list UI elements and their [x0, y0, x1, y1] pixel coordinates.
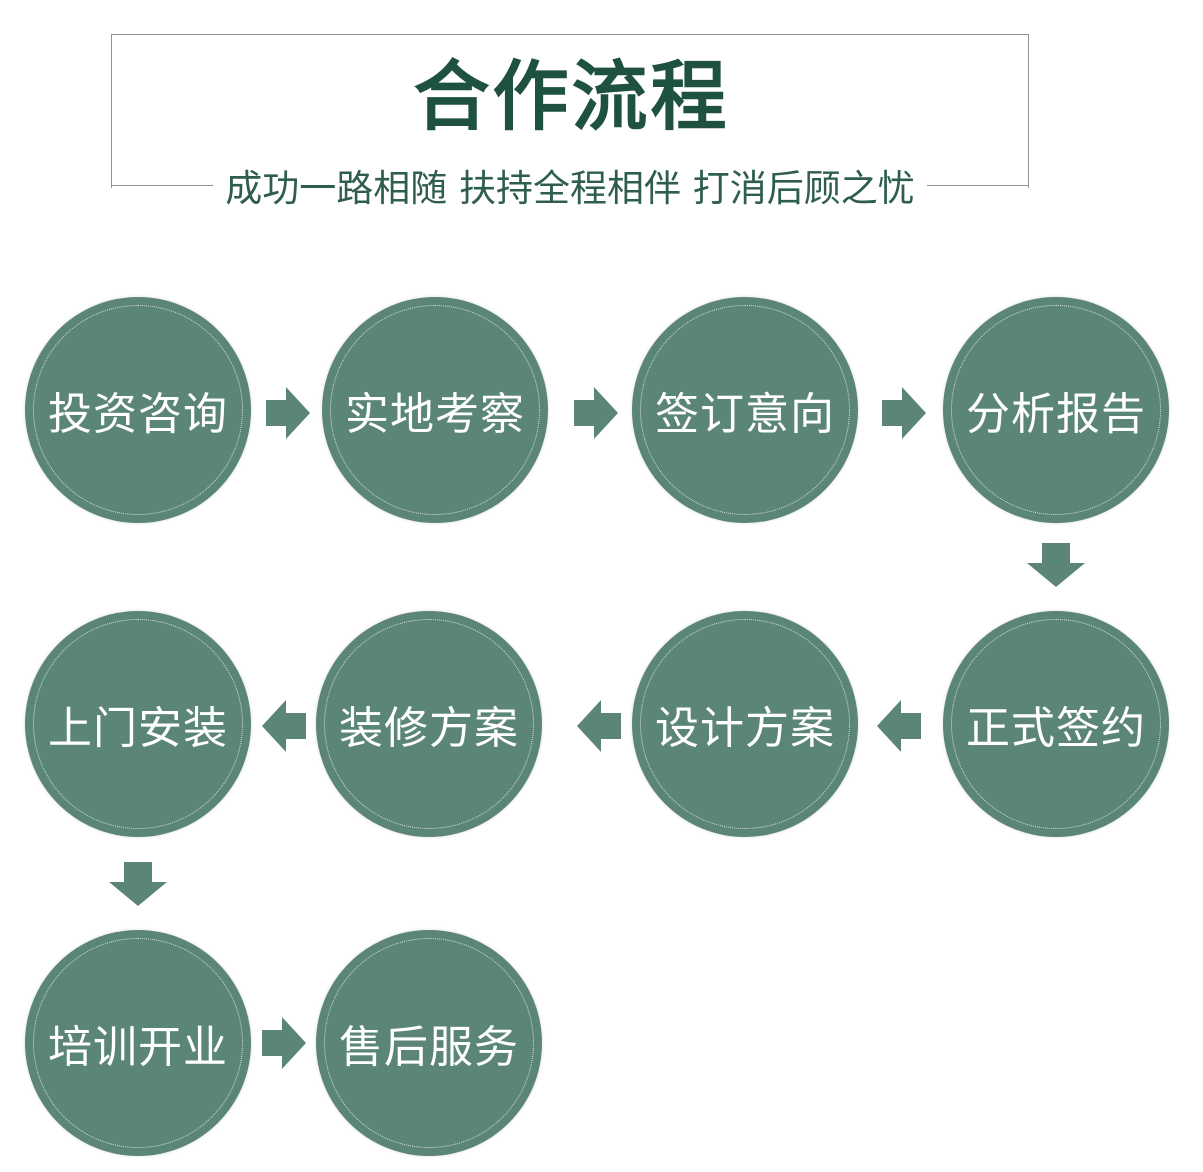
step-label: 培训开业 — [48, 1022, 228, 1073]
page-title: 合作流程 — [413, 52, 730, 141]
step-letter-of-intent: 签订意向 — [632, 297, 858, 523]
arrow-right-icon — [266, 387, 310, 439]
step-label: 售后服务 — [339, 1022, 519, 1073]
step-label: 装修方案 — [339, 703, 519, 754]
subtitle-left-line — [111, 184, 214, 186]
page-subtitle: 成功一路相随 扶持全程相伴 打消后顾之忧 — [225, 167, 915, 210]
arrow-left-icon — [877, 700, 921, 752]
arrow-right-icon — [882, 387, 926, 439]
step-training-opening: 培训开业 — [25, 930, 251, 1156]
arrow-right-icon — [574, 387, 618, 439]
step-after-sales: 售后服务 — [316, 930, 542, 1156]
step-label: 签订意向 — [655, 389, 835, 440]
arrow-down-icon — [109, 862, 167, 906]
subtitle-row: 成功一路相随 扶持全程相伴 打消后顾之忧 — [111, 165, 1029, 213]
step-decoration-plan: 装修方案 — [316, 611, 542, 837]
arrow-left-icon — [262, 700, 306, 752]
arrow-down-icon — [1027, 543, 1085, 587]
step-label: 分析报告 — [966, 389, 1146, 440]
step-label: 设计方案 — [655, 703, 835, 754]
subtitle-right-line — [926, 184, 1029, 186]
step-analysis-report: 分析报告 — [943, 297, 1169, 523]
step-onsite-install: 上门安装 — [25, 611, 251, 837]
header-frame — [111, 34, 1029, 188]
step-label: 投资咨询 — [48, 389, 228, 440]
step-formal-contract: 正式签约 — [943, 611, 1169, 837]
step-site-visit: 实地考察 — [322, 297, 548, 523]
step-investment-consult: 投资咨询 — [25, 297, 251, 523]
step-label: 实地考察 — [345, 389, 525, 440]
arrow-left-icon — [577, 700, 621, 752]
step-design-plan: 设计方案 — [632, 611, 858, 837]
arrow-right-icon — [262, 1017, 306, 1069]
step-label: 上门安装 — [48, 703, 228, 754]
step-label: 正式签约 — [966, 703, 1146, 754]
